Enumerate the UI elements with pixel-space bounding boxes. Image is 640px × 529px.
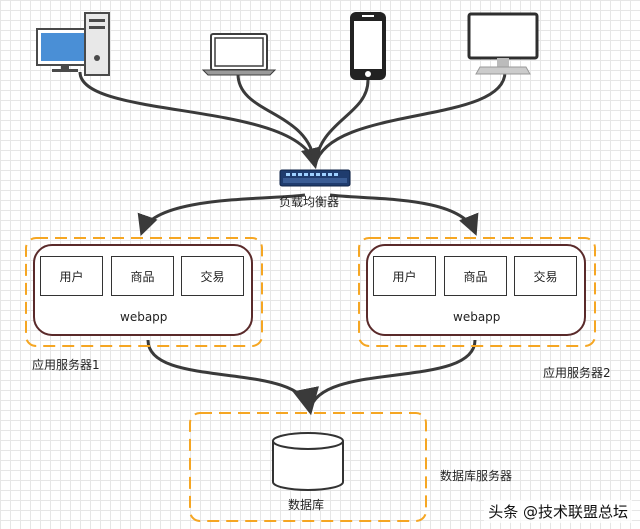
load-balancer-label: 负载均衡器 xyxy=(279,195,340,209)
client-connections xyxy=(78,71,507,170)
server-1-webapp-label: webapp xyxy=(120,310,168,324)
database-connections xyxy=(146,339,477,416)
server-2-caption: 应用服务器2 xyxy=(543,366,611,380)
connector-phone xyxy=(313,79,370,166)
database-node-label: 数据库 xyxy=(288,498,325,512)
connector-laptop xyxy=(236,73,317,166)
load-balancer-switch-icon xyxy=(279,169,351,187)
server-2-webapp-label: webapp xyxy=(453,310,501,324)
database-dashed-frame xyxy=(189,412,427,522)
server-1-dashed-frame xyxy=(25,237,263,347)
connector-monitor xyxy=(313,71,507,166)
desktop-pc-icon xyxy=(36,12,110,76)
connector-server-1-db xyxy=(146,339,319,416)
server-2-module-user: 用户 xyxy=(373,256,436,296)
server-2-module-product: 商品 xyxy=(444,256,507,296)
source-watermark: 头条 @技术联盟总坛 xyxy=(484,500,632,523)
connector-to-server-1 xyxy=(137,193,306,236)
server-1-caption: 应用服务器1 xyxy=(32,358,100,372)
connector-server-2-db xyxy=(308,339,477,411)
server-2-dashed-frame xyxy=(358,237,596,347)
connector-to-server-2 xyxy=(329,193,479,236)
monitor-icon xyxy=(467,12,539,75)
balancer-connections xyxy=(137,193,479,236)
database-cylinder-icon xyxy=(272,432,344,491)
connector-desktop xyxy=(78,71,322,170)
server-1-module-user: 用户 xyxy=(40,256,103,296)
laptop-icon xyxy=(201,33,277,76)
server-1-module-trade: 交易 xyxy=(181,256,244,296)
server-1-module-product: 商品 xyxy=(111,256,174,296)
smartphone-icon xyxy=(350,12,386,80)
database-server-caption: 数据库服务器 xyxy=(440,469,513,483)
server-2-module-trade: 交易 xyxy=(514,256,577,296)
